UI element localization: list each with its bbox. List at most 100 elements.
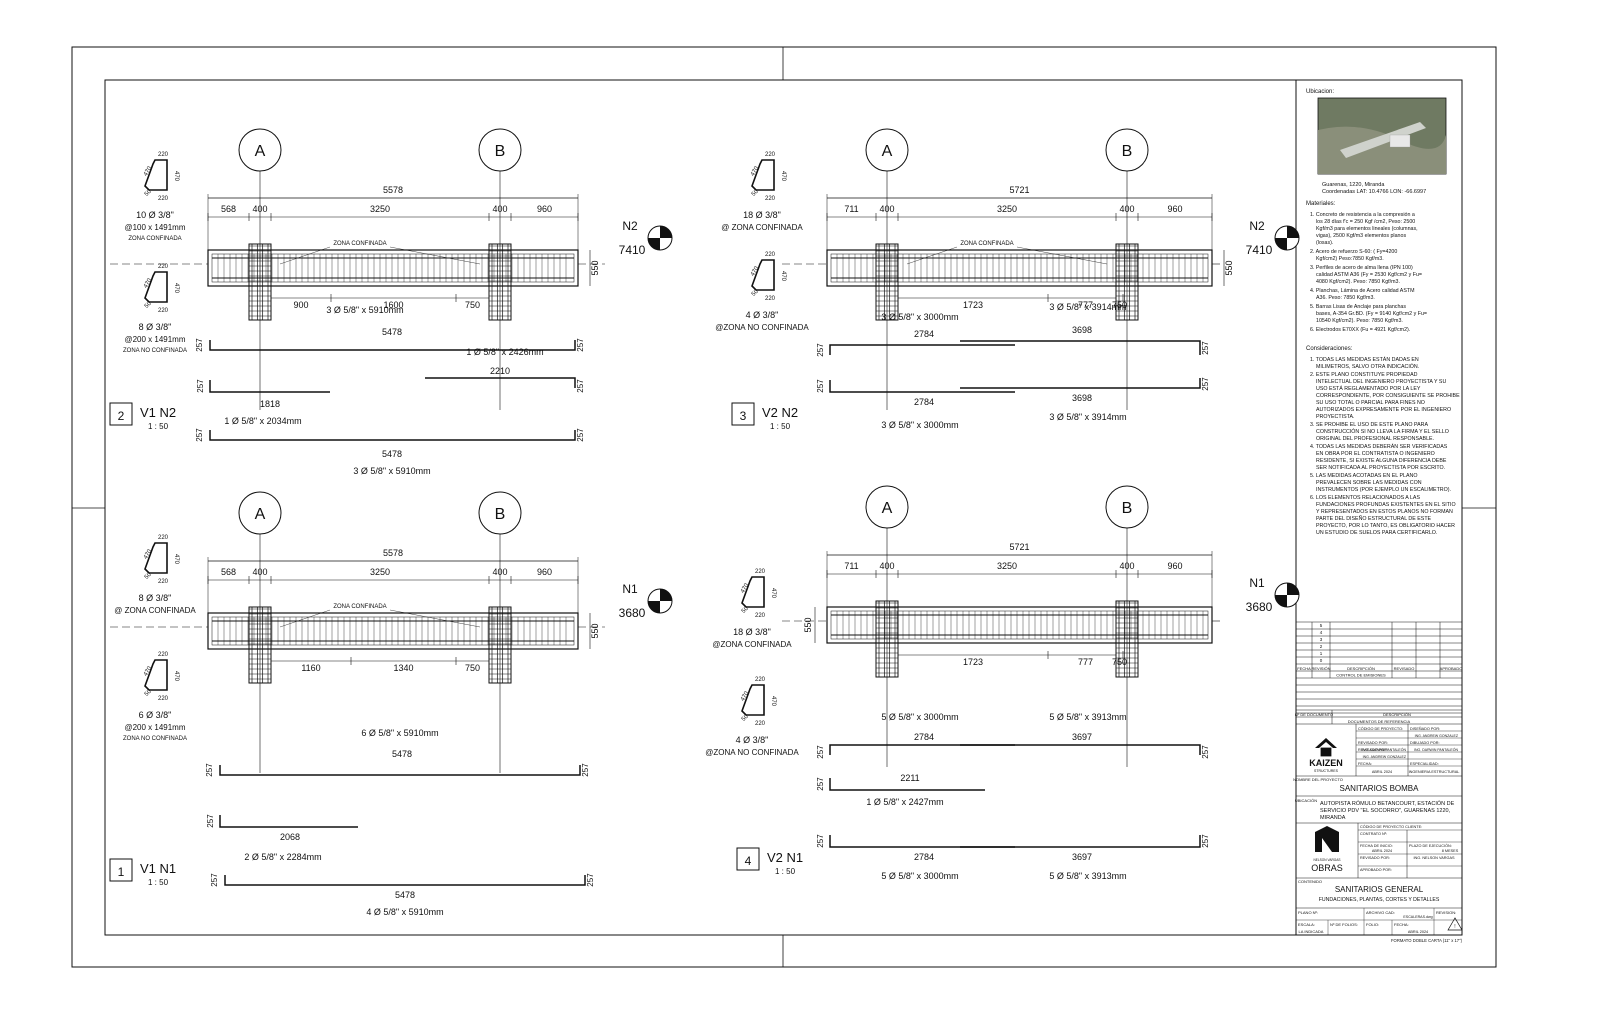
stirrup-spacing: @200 x 1491mm (124, 335, 185, 344)
materiales-line: bases, A-354 Gr.BD. (Fy = 9140 Kgf/cm2 y… (1316, 311, 1427, 317)
view-number-box (109, 858, 133, 882)
view-title: V1 N1 (140, 861, 176, 876)
rebar-bar-2b (425, 377, 576, 388)
stirrup-zone: ZONA NO CONFINADA (123, 348, 187, 354)
stirrup-dim: 470 (143, 165, 154, 177)
stirrup-shape (741, 684, 765, 716)
dim-segment-value: 711 (844, 204, 858, 214)
stirrup-spacing: @ZONA NO CONFINADA (705, 748, 799, 757)
stirrup-shape (751, 259, 775, 291)
dim-segment-value: 568 (221, 567, 236, 577)
column-b (1115, 243, 1139, 321)
dim-segment-value: 400 (879, 204, 894, 214)
dim-inner-value: 777 (1078, 657, 1093, 667)
fecha-label: FECHA: (1358, 762, 1372, 766)
stirrup-dim: 220 (158, 652, 169, 658)
doc-header: DESCRIPCIÓN (1383, 712, 1411, 717)
rebar-hook-dim: 257 (581, 763, 590, 777)
column-a (875, 600, 899, 678)
consideraciones-line: 5. LAS MEDIDAS ACOTADAS EN EL PLANO (1310, 473, 1417, 479)
materiales-line: 4. Planchas, Lámina de Acero calidad AST… (1310, 288, 1415, 294)
stirrup-dim: 220 (158, 308, 169, 314)
consideraciones-line: FUNDACIONES PROFUNDAS EXISTENTES EN EL S… (1316, 502, 1456, 508)
consideraciones-line: INSTRUMENTOS (POR EJEMPLO UN ESCALIMETRO… (1316, 487, 1451, 493)
plazo-value: 8 MESES (1442, 849, 1459, 853)
kaizen-logo-body (1320, 747, 1332, 757)
grid-label-a: A (882, 143, 893, 160)
contenido-sub: FUNDACIONES, PLANTAS, CORTES Y DETALLES (1319, 897, 1440, 903)
stirrup-qty: 8 Ø 3/8" (139, 322, 172, 332)
dim-segment-value: 3250 (997, 204, 1017, 214)
stirrup-dim: 470 (143, 665, 154, 677)
bar-label: 3 Ø 5/8" x 3000mm (881, 312, 958, 322)
level-value: 7410 (1246, 243, 1273, 257)
stirrup-dim: 220 (158, 696, 169, 702)
formato-label: FORMATO DOBLE CARTA (11" x 17") (1391, 938, 1463, 943)
bar-label: 3 Ø 5/8" x 3000mm (881, 420, 958, 430)
beam-cover (211, 253, 575, 283)
dim-inner-value: 750 (465, 300, 480, 310)
view-scale: 1 : 50 (770, 422, 791, 431)
level-value: 3680 (1246, 600, 1273, 614)
disenado-name: ING. ANDREW GONZALEZ (1415, 734, 1459, 738)
rebar-bar-1 (219, 765, 581, 776)
materiales-item: 3. Perfiles de acero de alma llena (IPN … (1310, 265, 1422, 285)
rebar-bar-3 (209, 430, 576, 441)
dim-inner-value: 777 (1078, 300, 1093, 310)
location-photo-terrain (1318, 126, 1446, 174)
dim-segment-value: 3250 (370, 567, 390, 577)
view-number-box (731, 402, 755, 426)
view-number: 4 (745, 854, 752, 868)
materiales-line: A36. Peso: 7850 Kgf/m3. (1316, 295, 1375, 301)
materiales-item: 5. Barras Lisas de Anclaje para planchas… (1310, 304, 1427, 324)
plazo-label: PLAZO DE EJECUCIÓN: (1409, 843, 1452, 848)
stirrup-qty: 10 Ø 3/8" (136, 210, 174, 220)
view-number: 3 (740, 409, 747, 423)
fecha2-label: FECHA: (1394, 922, 1409, 927)
materiales-item: 1. Concreto de resistencia a la compresi… (1310, 212, 1418, 246)
materiales-line: Kgf/cm2) Peso:7850 Kgf/m3. (1316, 256, 1384, 262)
stirrup-dim: 470 (780, 171, 786, 182)
stirrup-dim: 470 (143, 277, 154, 289)
folio-label: FOLIO: (1366, 922, 1379, 927)
rebar-bar-1b (960, 744, 1201, 755)
stirrup-shape (741, 576, 765, 608)
bar-length: 5478 (392, 749, 412, 759)
beam-outline (207, 612, 579, 650)
view-title: V2 N1 (767, 850, 803, 865)
dibujado-name: ING. DARWIN PANTALEÓN (1414, 747, 1458, 752)
dim-segment-value: 400 (252, 567, 267, 577)
consideraciones-line: ORIGINAL DEL PROFESIONAL RESPONSABLE. (1316, 436, 1434, 442)
beam-cover (830, 253, 1209, 283)
revisado2-name: ING. ANDREW GONZALEZ (1363, 755, 1407, 759)
obras-logo-icon (1315, 826, 1339, 852)
dim-segment-value: 960 (537, 204, 552, 214)
stirrup-dim: 220 (158, 535, 169, 541)
level-symbol-fill (1275, 583, 1299, 607)
rev-header: REVISIÓN (1311, 666, 1330, 671)
escala-value: LA INDICADA (1299, 929, 1324, 934)
stirrup-dim: 470 (770, 588, 776, 599)
bar-length: 2784 (914, 397, 934, 407)
fecha-value: ABRIL 2024 (1372, 770, 1392, 774)
stirrup-dim: 220 (158, 264, 169, 270)
dim-segment-value: 3250 (370, 204, 390, 214)
bar-label: 1 Ø 5/8" x 2426mm (466, 347, 543, 357)
dim-inner-value: 1600 (383, 300, 403, 310)
location-line-2: Coordenadas LAT: 10.4766 LON: -66.6997 (1322, 189, 1426, 195)
zona-leader-a (279, 609, 331, 628)
consideraciones-line: 4. TODAS LAS MEDIDAS DEBERÁN SER VERIFIC… (1310, 443, 1448, 450)
level-name: N2 (622, 219, 638, 233)
consideraciones-line: PREVALECEN SOBRE LAS MEDIDAS CON (1316, 480, 1422, 486)
especialidad-value: INGENIERIA ESTRUCTURAL (1409, 770, 1460, 774)
rebar-hook-dim: 257 (195, 338, 204, 352)
bar-length: 2210 (490, 366, 510, 376)
zona-leader-b (389, 609, 481, 628)
dim-inner-value: 1723 (963, 300, 983, 310)
stirrup-dim: 470 (173, 671, 179, 682)
dim-overall-value: 5578 (383, 548, 403, 558)
bar-length: 2211 (900, 773, 919, 783)
